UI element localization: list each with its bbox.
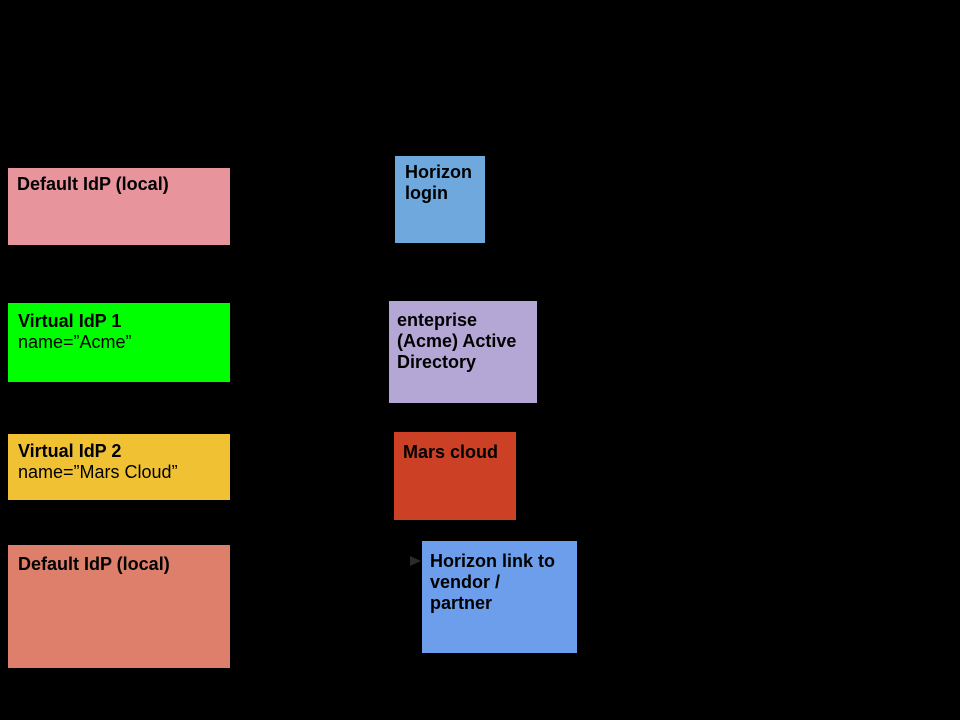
default-idp-local-top-box: Default IdP (local)	[8, 168, 230, 245]
virtual-idp-1-label: Virtual IdP 1	[18, 311, 122, 331]
horizon-login-box: Horizon login	[395, 156, 485, 243]
enterprise-acme-active-directory-label: enteprise (Acme) Active Directory	[397, 310, 517, 372]
enterprise-acme-active-directory-box: enteprise (Acme) Active Directory	[389, 301, 537, 403]
virtual-idp-1-name-attribute: name=”Acme”	[18, 332, 132, 352]
default-idp-local-bottom-box: Default IdP (local)	[8, 545, 230, 668]
horizon-link-to-vendor-partner-box: Horizon link to vendor / partner	[422, 541, 577, 653]
default-idp-local-bottom-label: Default IdP (local)	[18, 554, 170, 574]
faint-arrowhead-icon	[410, 556, 421, 566]
virtual-idp-2-name-attribute: name=”Mars Cloud”	[18, 462, 178, 482]
virtual-idp-2-label: Virtual IdP 2	[18, 441, 122, 461]
horizon-login-label: Horizon login	[405, 162, 472, 203]
mars-cloud-label: Mars cloud	[403, 442, 499, 462]
default-idp-local-top-label: Default IdP (local)	[17, 174, 169, 194]
mars-cloud-box: Mars cloud	[394, 432, 516, 520]
horizon-link-to-vendor-partner-label: Horizon link to vendor / partner	[430, 551, 555, 613]
virtual-idp-2-box: Virtual IdP 2 name=”Mars Cloud”	[8, 434, 230, 500]
virtual-idp-1-box: Virtual IdP 1 name=”Acme”	[8, 303, 230, 382]
